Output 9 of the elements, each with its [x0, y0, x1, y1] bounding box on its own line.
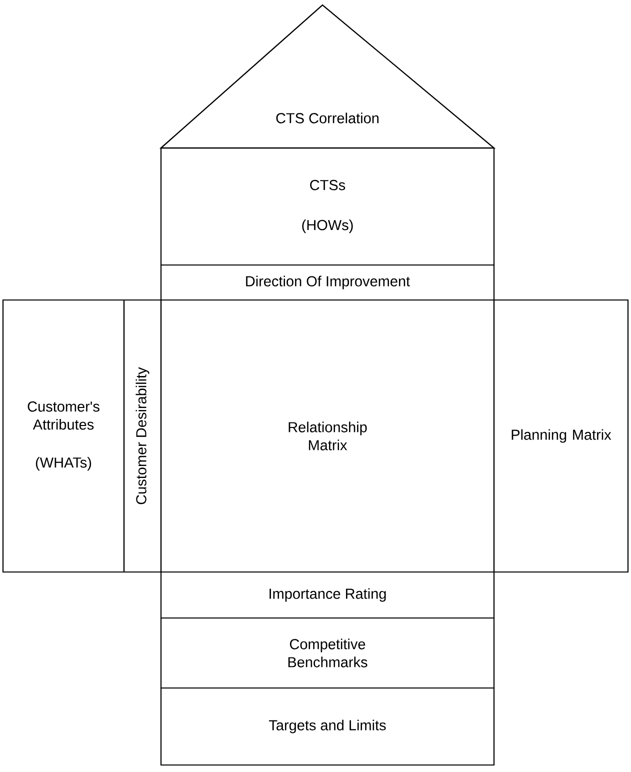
matrix-section: Customer's Attributes (WHATs)	[2, 299, 125, 573]
matrix-section: Targets and Limits	[160, 687, 495, 766]
matrix-section: Direction Of Improvement	[160, 264, 495, 301]
matrix-section: Customer Desirability	[123, 299, 162, 573]
matrix-section: Competitive Benchmarks	[160, 617, 495, 689]
matrix-section: Importance Rating	[160, 571, 495, 619]
matrix-section: CTSs (HOWs)	[160, 147, 495, 266]
matrix-section: Relationship Matrix	[160, 299, 495, 573]
matrix-section: Planning Matrix	[493, 299, 629, 573]
